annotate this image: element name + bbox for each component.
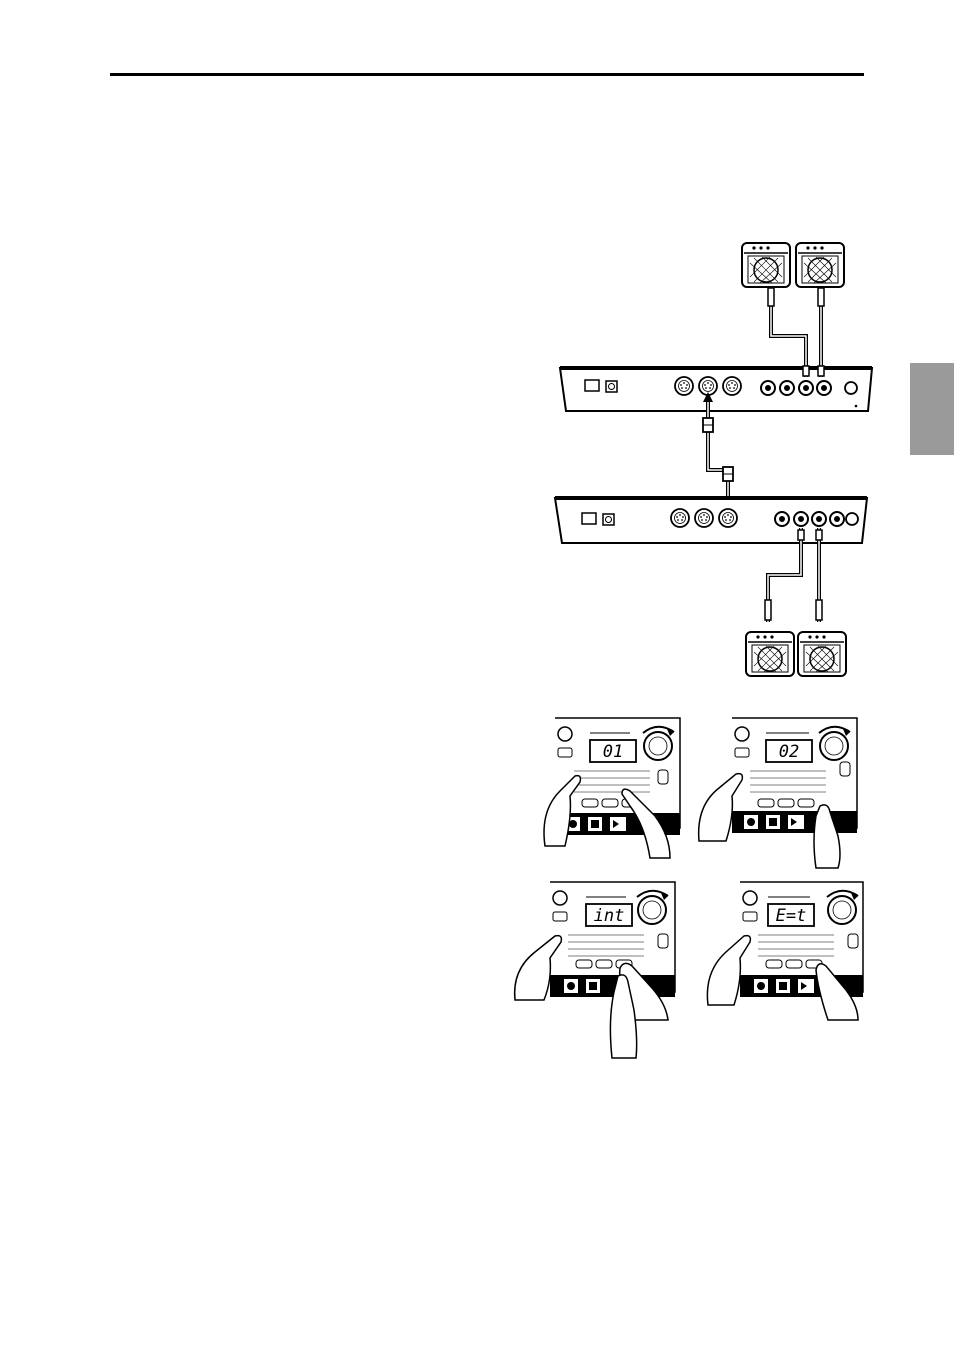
panel-illustration-4: E=t bbox=[700, 880, 870, 1025]
amp-icon bbox=[746, 632, 794, 676]
seven-segment-display: 01 bbox=[603, 742, 623, 762]
panel-illustration-2: 02 bbox=[694, 716, 864, 871]
panel-illustration-1: 01 bbox=[530, 716, 690, 861]
amp-icon bbox=[742, 243, 790, 287]
amp-icon bbox=[796, 243, 844, 287]
seven-segment-display: 02 bbox=[779, 742, 799, 762]
audio-cables-top bbox=[768, 288, 824, 377]
panel-illustration-3: int bbox=[510, 880, 685, 1060]
seven-segment-display: E=t bbox=[776, 906, 807, 926]
midi-connection-diagram bbox=[0, 0, 954, 700]
amp-icon bbox=[798, 632, 846, 676]
seven-segment-display: int bbox=[594, 906, 625, 926]
device-rear-panel-top bbox=[560, 368, 872, 411]
